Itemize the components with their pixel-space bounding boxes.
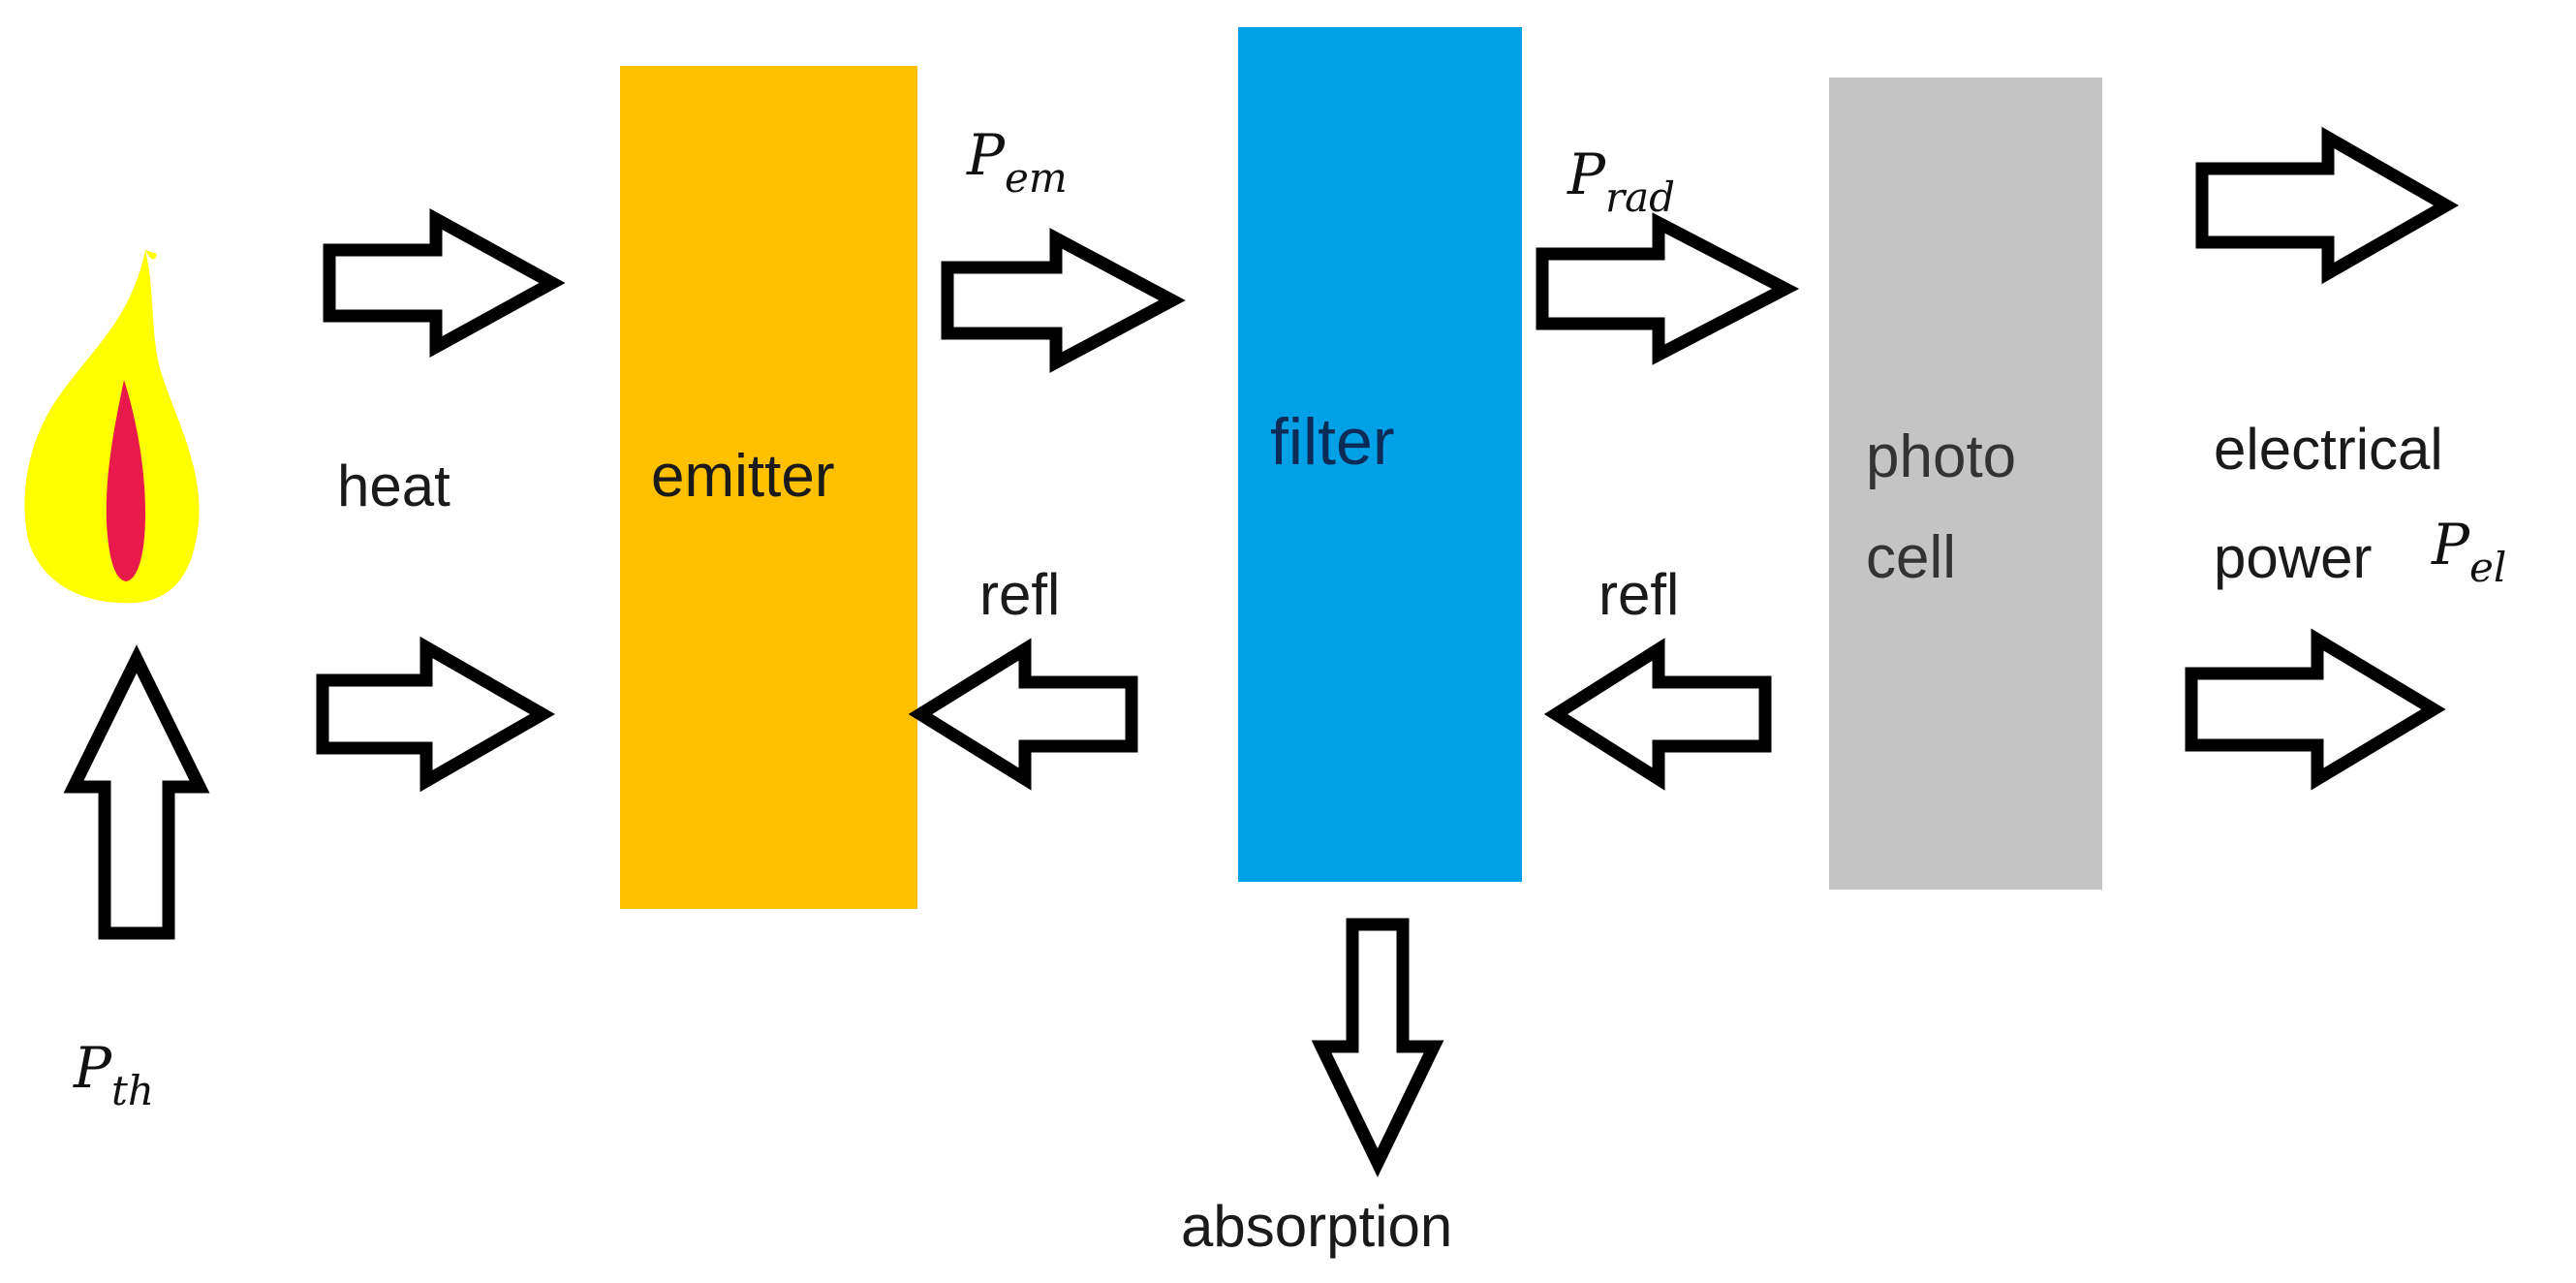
radiation-arrow: [1536, 212, 1800, 365]
filter-block: [1238, 27, 1522, 882]
p-rad-symbol: Prad: [1567, 141, 1676, 221]
flame-icon: [24, 250, 200, 604]
photocell-block: [1829, 78, 2102, 890]
photocell-label-line2: cell: [1866, 524, 1957, 591]
output-label-line1: electrical: [2214, 417, 2443, 482]
reflection-arrow-right: [1543, 638, 1772, 791]
reflection-label-left: refl: [979, 562, 1061, 627]
emitter-label: emitter: [651, 443, 835, 510]
p-em-symbol: Pem: [967, 122, 1068, 202]
emission-arrow: [941, 228, 1186, 373]
p-th-symbol: Pth: [74, 1035, 154, 1114]
heat-arrow-top: [323, 208, 566, 358]
thermal-input-arrow: [63, 644, 210, 940]
filter-label: filter: [1270, 405, 1395, 479]
absorption-label: absorption: [1181, 1194, 1453, 1259]
reflection-arrow-left: [908, 638, 1138, 791]
p-el-symbol: Pel: [2432, 512, 2507, 591]
reflection-label-right: refl: [1598, 562, 1680, 627]
output-label-line2: power: [2214, 525, 2373, 590]
heat-arrow-bottom: [316, 636, 556, 793]
photocell-label-line1: photo: [1866, 423, 2017, 490]
absorption-arrow: [1311, 918, 1444, 1177]
output-arrow-bottom: [2185, 628, 2446, 791]
heat-label: heat: [337, 454, 450, 518]
emitter-block: [620, 66, 917, 909]
output-arrow-top: [2195, 126, 2460, 285]
